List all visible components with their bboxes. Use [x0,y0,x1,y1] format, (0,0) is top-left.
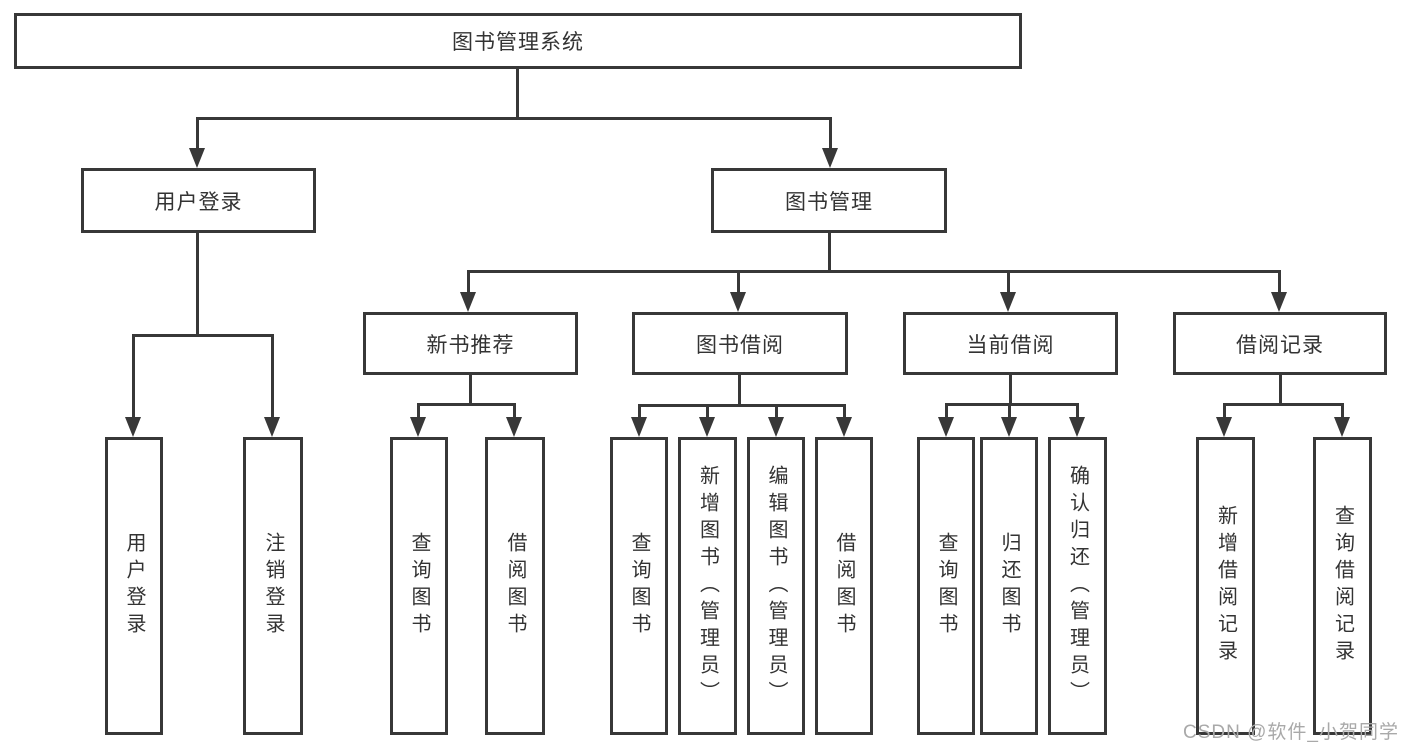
arrowhead-icon [768,417,784,437]
connector-line [195,233,199,337]
leaf-add-borrow-record: 新增借阅记录 [1196,437,1255,735]
arrowhead-icon [1334,417,1350,437]
connector-line [416,403,420,419]
connector-line [842,404,846,419]
connector-line [774,404,778,419]
connector-line [944,403,948,419]
leaf-query-borrow-record: 查询借阅记录 [1313,437,1372,735]
connector-line [466,270,470,294]
arrowhead-icon [410,417,426,437]
connector-line [737,375,741,407]
connector-line [944,403,1079,406]
connector-line [131,334,135,419]
arrowhead-icon [1000,292,1016,312]
connector-line [515,69,519,120]
connector-line [705,404,709,419]
connector-line [195,117,199,150]
node-library-management-system: 图书管理系统 [14,13,1022,69]
arrowhead-icon [938,417,954,437]
leaf-return-book: 归还图书 [980,437,1038,735]
arrowhead-icon [1001,417,1017,437]
leaf-borrow-book-recommend: 借阅图书 [485,437,545,735]
node-book-management: 图书管理 [711,168,947,233]
connector-line [828,117,832,150]
connector-line [1008,374,1012,406]
connector-line [637,404,846,407]
connector-line [827,233,831,273]
connector-line [468,375,472,406]
connector-line [416,403,516,406]
connector-line [637,404,641,419]
connector-line [1222,403,1344,406]
connector-line [195,117,832,120]
node-new-book-recommend: 新书推荐 [363,312,578,375]
arrowhead-icon [631,417,647,437]
connector-line [1278,374,1282,406]
node-book-borrow: 图书借阅 [632,312,848,375]
connector-line [512,403,516,419]
connector-line [1075,403,1079,419]
connector-line [1222,403,1226,419]
node-borrow-record: 借阅记录 [1173,312,1387,375]
leaf-borrow-book: 借阅图书 [815,437,873,735]
connector-line [270,334,274,419]
arrowhead-icon [1069,417,1085,437]
leaf-query-book-recommend: 查询图书 [390,437,448,735]
arrowhead-icon [699,417,715,437]
arrowhead-icon [1216,417,1232,437]
node-user-login-group: 用户登录 [81,168,316,233]
arrowhead-icon [730,292,746,312]
connector-line [1006,270,1010,294]
leaf-edit-book-admin: 编辑图书（管理员） [747,437,805,735]
leaf-user-login: 用户登录 [105,437,163,735]
arrowhead-icon [822,148,838,168]
arrowhead-icon [506,417,522,437]
leaf-logout: 注销登录 [243,437,303,735]
connector-line [466,270,1281,273]
arrowhead-icon [125,417,141,437]
arrowhead-icon [460,292,476,312]
arrowhead-icon [1271,292,1287,312]
leaf-query-book-current: 查询图书 [917,437,975,735]
leaf-confirm-return-admin: 确认归还（管理员） [1048,437,1107,735]
connector-line [1007,403,1011,419]
arrowhead-icon [836,417,852,437]
connector-line [736,270,740,294]
csdn-watermark: CSDN @软件_小贺同学 [1183,722,1399,743]
leaf-query-book-borrow: 查询图书 [610,437,668,735]
connector-line [1277,270,1281,294]
node-current-borrow: 当前借阅 [903,312,1118,375]
connector-line [131,334,274,337]
leaf-add-book-admin: 新增图书（管理员） [678,437,737,735]
connector-line [1340,403,1344,419]
arrowhead-icon [189,148,205,168]
arrowhead-icon [264,417,280,437]
